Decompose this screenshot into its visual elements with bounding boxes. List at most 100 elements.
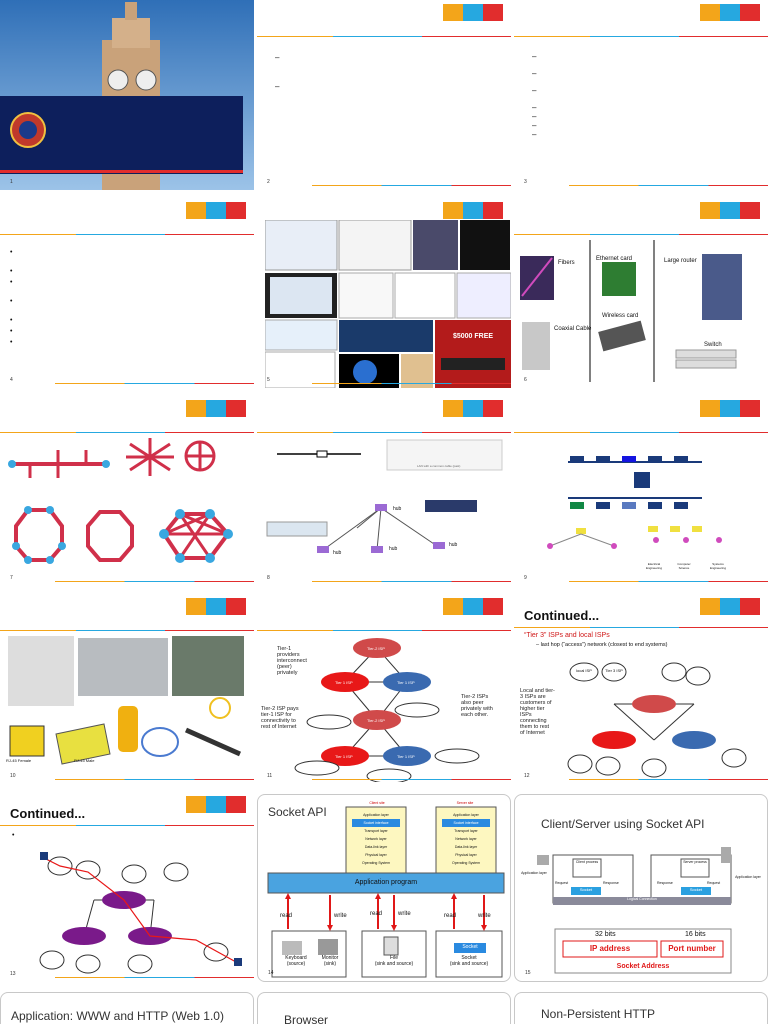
note-line: them to rest bbox=[520, 724, 550, 730]
application-program-label: Application program bbox=[354, 879, 418, 886]
clock-tower-photo bbox=[0, 0, 254, 190]
bits32-label: 32 bits bbox=[595, 931, 616, 938]
note-line: each other. bbox=[461, 712, 489, 718]
slide-3[interactable]: – – – – – – – 3 bbox=[514, 0, 768, 190]
slide-10[interactable]: RJ-45 Female RJ-45 Male 10 bbox=[0, 594, 254, 784]
cabling-photos bbox=[8, 636, 244, 765]
logical-connection-label: Logical Connection bbox=[627, 897, 657, 901]
slide-7[interactable]: 7 bbox=[0, 396, 254, 586]
slide-number: 12 bbox=[524, 773, 530, 779]
slide-number: 7 bbox=[10, 575, 13, 581]
socket-label: Socket (sink and source) bbox=[436, 955, 502, 967]
customer-note: Local and tier- 3 ISPs are customers of … bbox=[520, 688, 555, 736]
note-line: 3 ISPs are bbox=[520, 694, 546, 700]
hub-label: hub bbox=[333, 550, 342, 556]
slide-1[interactable]: 1 bbox=[0, 0, 254, 190]
brand-logo bbox=[700, 598, 760, 615]
slide-subtitle: “Tier 3” ISPs and local ISPs bbox=[524, 632, 610, 639]
note-line: Tier-2 ISPs bbox=[461, 694, 489, 700]
tier3-isp-diagram bbox=[567, 662, 747, 778]
slide-12[interactable]: Continued... “Tier 3” ISPs and local ISP… bbox=[514, 594, 768, 784]
slide-number: 2 bbox=[267, 179, 270, 185]
switch-label: Switch bbox=[704, 342, 722, 348]
footer-rule bbox=[55, 977, 254, 978]
bullet: – bbox=[532, 130, 537, 139]
hub-label: hub bbox=[389, 546, 398, 552]
bullet: – bbox=[532, 86, 537, 95]
server-site-label: Server site bbox=[456, 801, 474, 805]
note-line: ISPs bbox=[520, 712, 532, 718]
brand-logo bbox=[186, 796, 246, 813]
client-server-socket-diagram bbox=[537, 847, 732, 974]
slide-9[interactable]: Electrical Engineering Computer Science … bbox=[514, 396, 768, 586]
slide-4[interactable]: • • • • • • • 4 bbox=[0, 198, 254, 388]
slide-18[interactable]: Non-Persistent HTTP bbox=[514, 992, 768, 1024]
slide-6[interactable]: Fibers Ethernet card Large router Coaxia… bbox=[514, 198, 768, 388]
file-sub: (sink and source) bbox=[374, 961, 414, 967]
bullet: • bbox=[10, 268, 13, 275]
slide-number: 5 bbox=[267, 377, 270, 383]
slide-13[interactable]: Continued... • 13 bbox=[0, 792, 254, 982]
header-rule bbox=[0, 825, 254, 826]
lan-caption: LAN with a common cable (past) bbox=[417, 464, 461, 468]
header-rule bbox=[514, 234, 768, 235]
client-process-label: Client process bbox=[575, 860, 599, 864]
dept-label: Electrical Engineering bbox=[645, 562, 662, 570]
footer-rule bbox=[569, 185, 768, 186]
bullet: – bbox=[532, 69, 537, 78]
bullet: • bbox=[10, 317, 13, 324]
tier2-note-right: Tier-2 ISPs also peer privately with eac… bbox=[461, 694, 493, 718]
app-layer-label: Application layer bbox=[735, 875, 761, 879]
slide-number: 9 bbox=[524, 575, 527, 581]
slide-2[interactable]: – – 2 bbox=[257, 0, 511, 190]
bullet-list: – – bbox=[275, 52, 279, 92]
brand-logo bbox=[186, 202, 246, 219]
header-rule bbox=[514, 36, 768, 37]
coaxial-cable-label: Coaxial Cable bbox=[554, 326, 592, 332]
read-label: read bbox=[280, 913, 293, 919]
large-router-label: Large router bbox=[664, 258, 697, 264]
bullet: • bbox=[10, 328, 13, 335]
slide-number: 6 bbox=[524, 377, 527, 383]
note-line: Tier-2 ISP pays bbox=[261, 706, 299, 712]
socket-api-diagram bbox=[267, 806, 505, 978]
bullet: – bbox=[275, 53, 280, 62]
isp-node-label: Tier-2 ISP bbox=[367, 646, 385, 651]
brand-logo bbox=[700, 400, 760, 417]
slide-15[interactable]: Client/Server using Socket API Client pr… bbox=[514, 794, 768, 982]
header-rule bbox=[257, 432, 511, 433]
client-site-label: Client site bbox=[369, 801, 385, 805]
slide-number: 10 bbox=[10, 773, 16, 779]
slide-16[interactable]: Application: WWW and HTTP (Web 1.0) bbox=[0, 992, 254, 1024]
note-line: privately with bbox=[461, 706, 493, 712]
note-line: interconnect bbox=[277, 658, 307, 664]
socket-text: Socket bbox=[461, 955, 477, 961]
lan-hub-diagram bbox=[266, 439, 503, 553]
keyboard-text: Keyboard bbox=[285, 955, 307, 961]
brand-logo bbox=[186, 598, 246, 615]
brand-logo bbox=[700, 4, 760, 21]
file-label: File (sink and source) bbox=[362, 955, 426, 967]
slide-bullet: – last hop (“access”) network (closest t… bbox=[536, 642, 668, 648]
slide-17[interactable]: Browser bbox=[257, 992, 511, 1024]
note-line: privately bbox=[277, 670, 298, 676]
slide-8[interactable]: hub hub hub hub LAN with a common cable … bbox=[257, 396, 511, 586]
header-rule bbox=[514, 432, 768, 433]
slide-14[interactable]: Socket API Client site Server site Appli… bbox=[257, 794, 511, 982]
slide-11[interactable]: Tier-1 providers interconnect (peer) pri… bbox=[257, 594, 511, 784]
slide-number: 1 bbox=[10, 179, 13, 185]
layer-label: Network layer bbox=[365, 837, 387, 841]
monitor-text: Monitor bbox=[321, 955, 339, 961]
layer-label: Transport layer bbox=[364, 829, 388, 833]
rj45-female-label: RJ-45 Female bbox=[6, 758, 32, 763]
slide-title: Application: WWW and HTTP (Web 1.0) bbox=[11, 1009, 224, 1023]
monitor-label: Monitor (sink) bbox=[312, 955, 348, 967]
bullet: – bbox=[532, 52, 537, 61]
isp-node-label: Tier 1 ISP bbox=[397, 680, 415, 685]
slide-title: Continued... bbox=[10, 806, 86, 821]
dept-label: Computer Science bbox=[677, 562, 691, 570]
slide-5[interactable]: $5000 FREE 5 bbox=[257, 198, 511, 388]
request-label: Request bbox=[707, 881, 721, 885]
layer-label: Physical layer bbox=[365, 853, 387, 857]
layer-label: Data-link layer bbox=[454, 845, 478, 849]
